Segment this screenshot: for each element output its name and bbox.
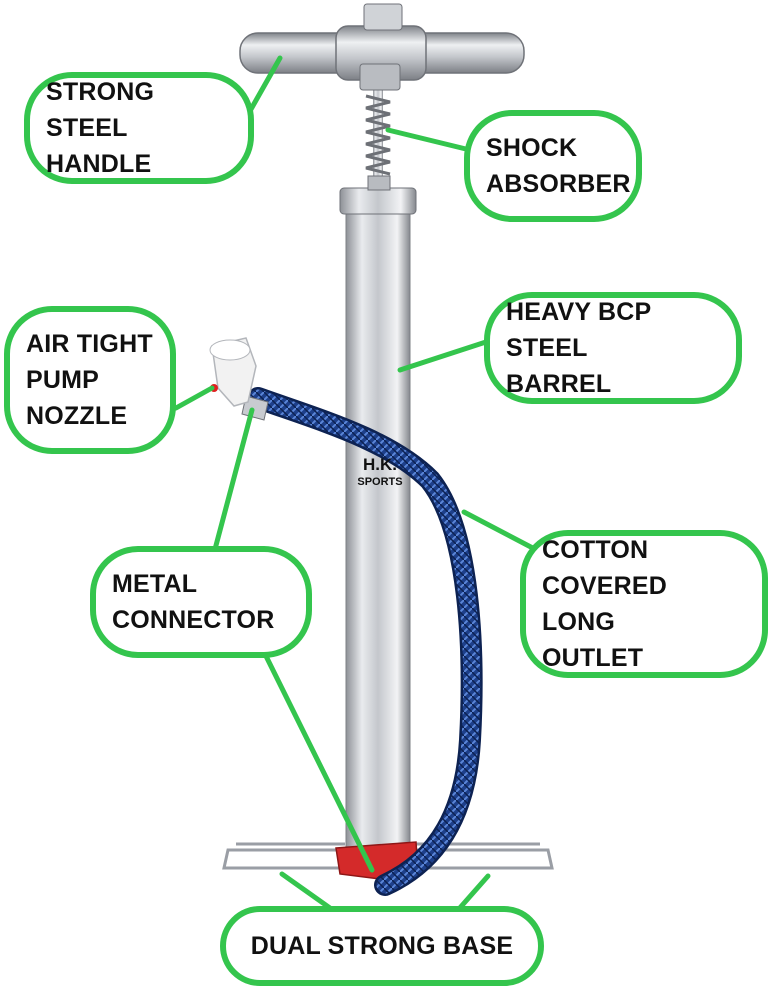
label-strong-steel-handle: STRONG STEEL HANDLE xyxy=(24,72,254,184)
label-metal-connector: METAL CONNECTOR xyxy=(90,546,312,658)
barrel xyxy=(339,187,417,851)
shock-absorber-spring xyxy=(365,90,391,191)
label-heavy-bcp-steel-barrel: HEAVY BCP STEEL BARREL xyxy=(484,292,742,404)
brand-sub: SPORTS xyxy=(357,476,403,488)
hose xyxy=(247,387,483,896)
brand-mark: H.K. SPORTS xyxy=(352,455,408,489)
label-cotton-covered-long-outlet: COTTON COVERED LONG OUTLET xyxy=(520,530,768,678)
handle xyxy=(239,3,525,91)
label-shock-absorber: SHOCK ABSORBER xyxy=(464,110,642,222)
nozzle xyxy=(209,337,269,421)
brand-name: H.K. xyxy=(363,455,397,474)
callout-lines xyxy=(173,55,551,913)
label-dual-strong-base: DUAL STRONG BASE xyxy=(220,906,544,986)
label-air-tight-pump-nozzle: AIR TIGHT PUMP NOZZLE xyxy=(4,306,176,454)
